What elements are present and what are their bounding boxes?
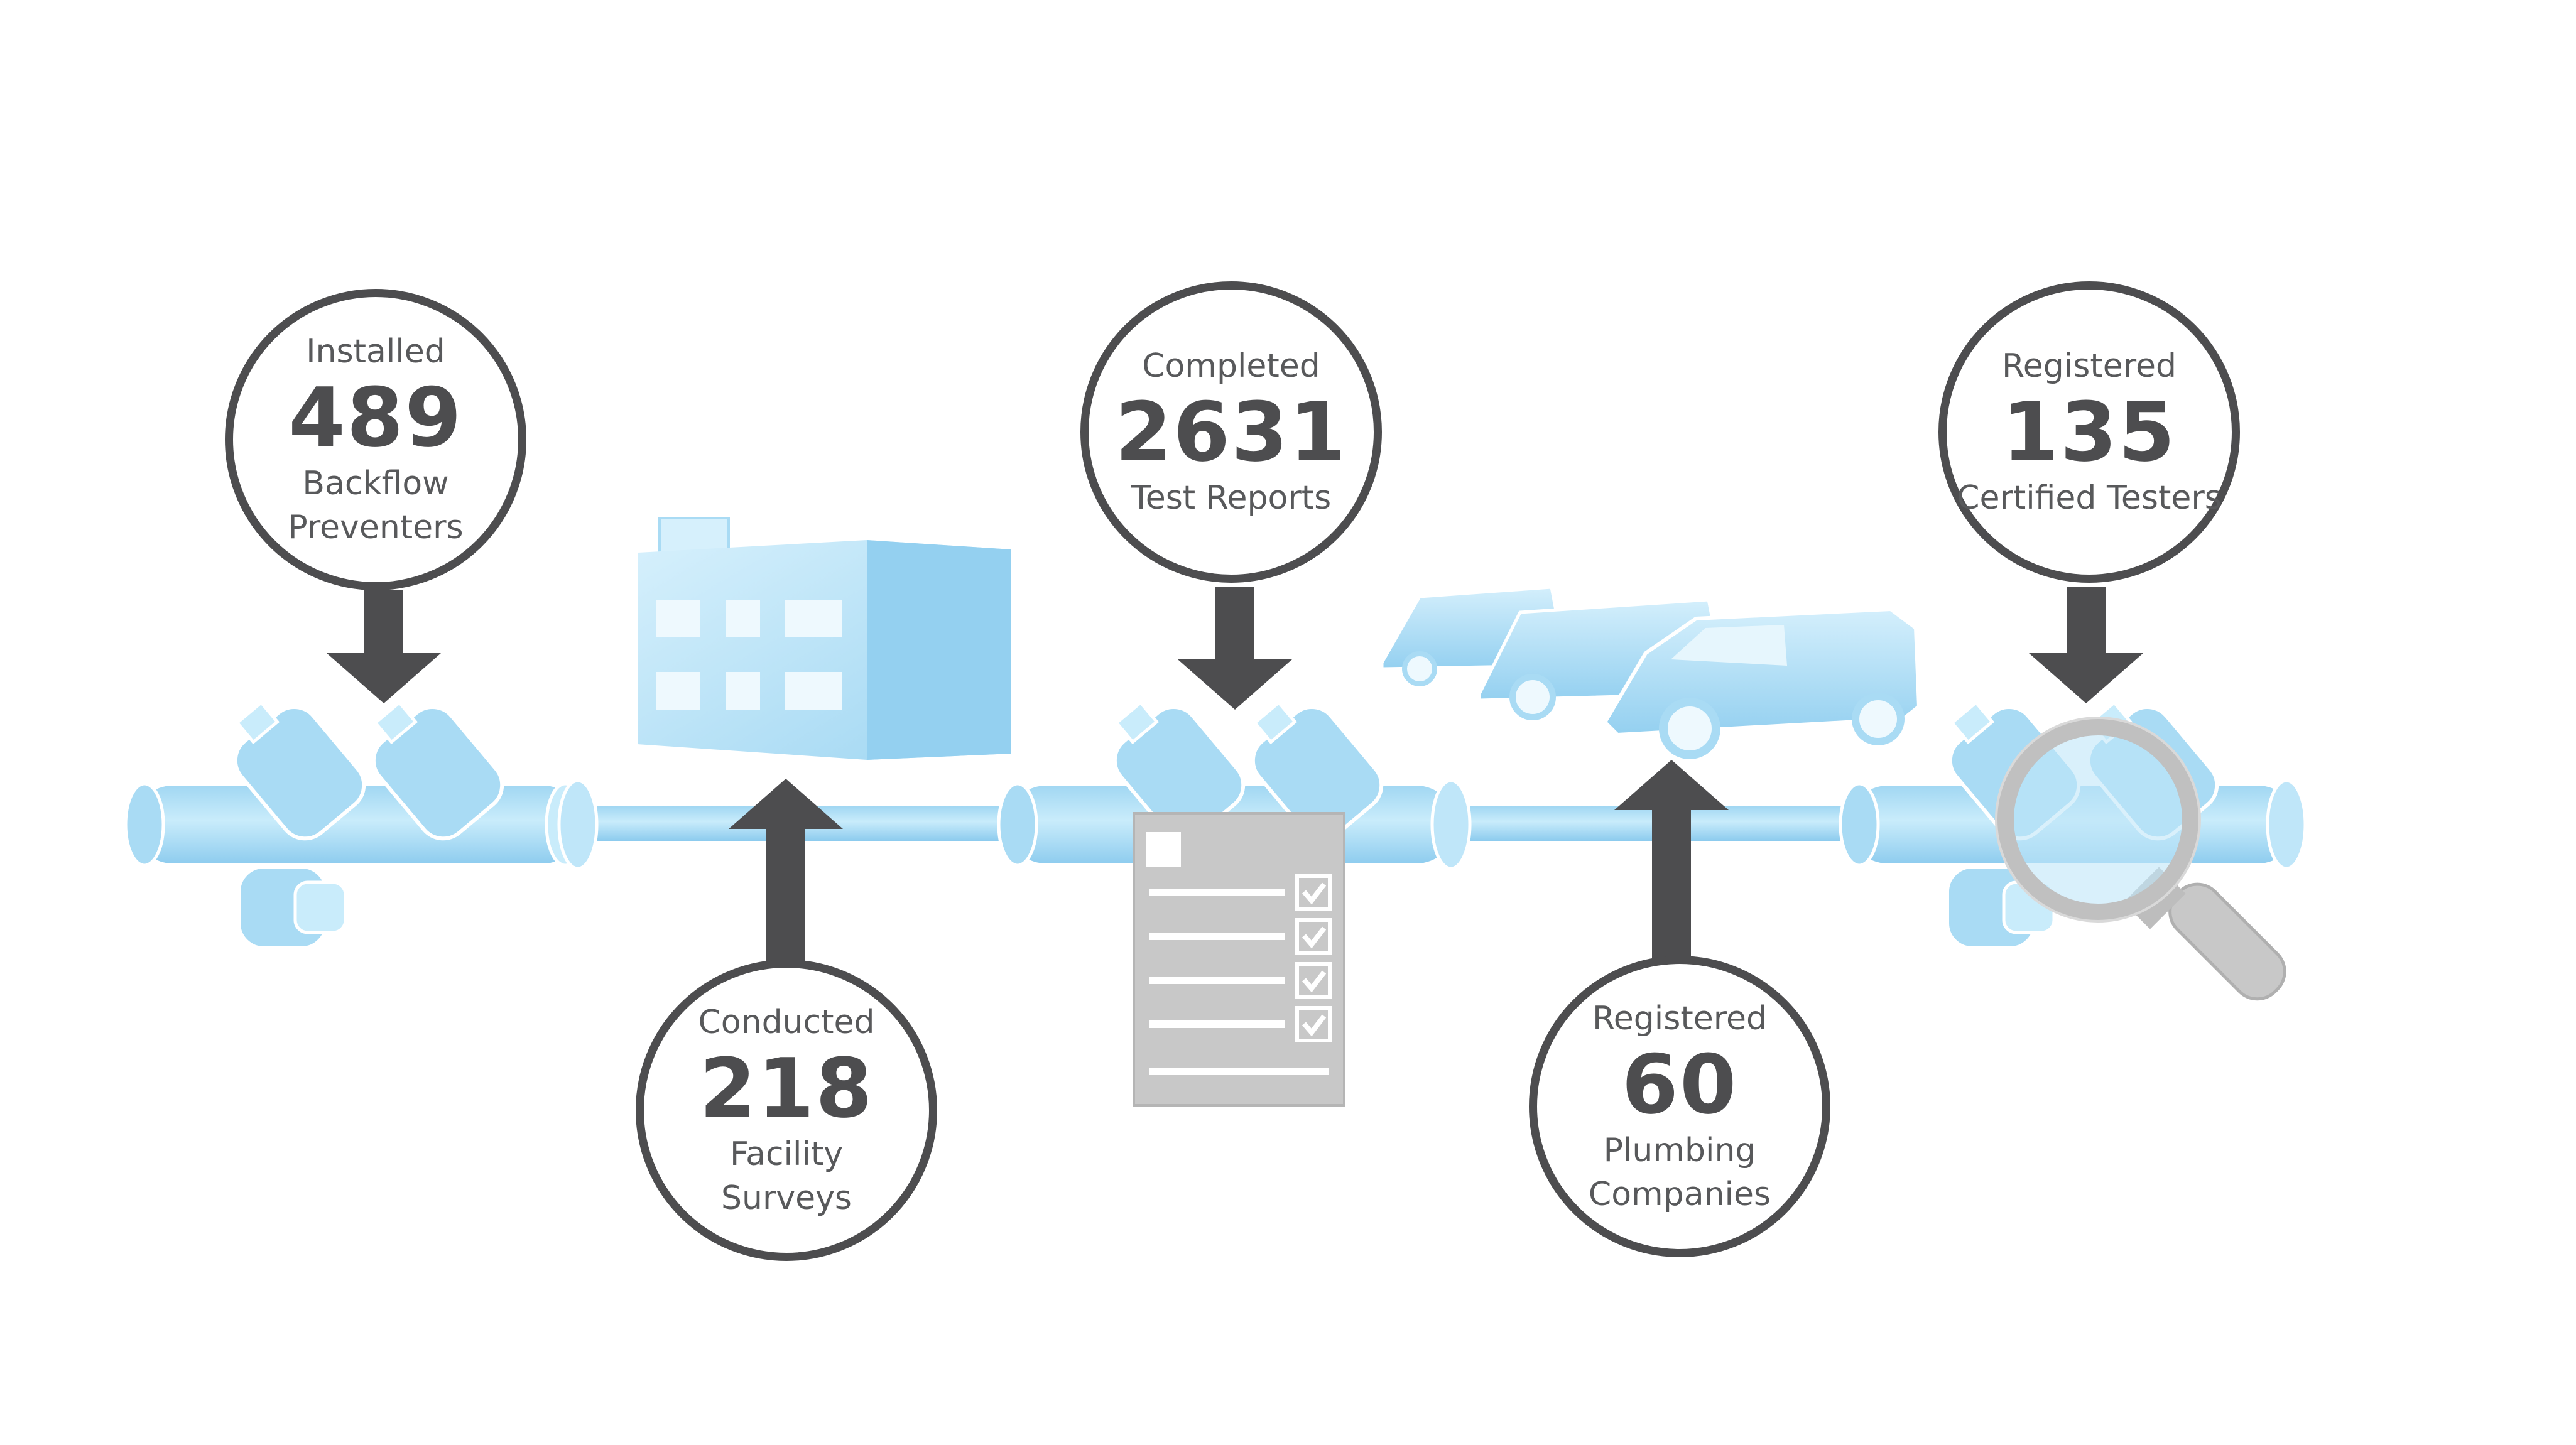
stat-prefix: Completed [1142,347,1320,385]
stat-prefix: Installed [306,333,445,371]
stat-value: 218 [699,1041,874,1136]
stat-prefix: Conducted [698,1004,875,1041]
arrow-down-icon [1178,587,1292,710]
stat-certified-testers: Registered 135 Certified Testers [1938,281,2240,583]
stat-label: Test Reports [1131,479,1332,517]
stat-test-reports: Completed 2631 Test Reports [1080,281,1382,583]
stat-label: Surveys [721,1179,852,1217]
magnifier-icon [1995,717,2286,1001]
arrow-up-icon [729,779,843,967]
stat-label: Companies [1588,1176,1771,1213]
stat-label: Plumbing [1603,1132,1756,1169]
stat-prefix: Registered [2002,347,2177,385]
stat-value: 489 [288,370,463,465]
stat-label: Preventers [288,509,464,546]
arrow-down-icon [2029,587,2143,703]
arrow-down-icon [327,590,441,703]
van-icon [1602,607,1921,759]
stat-value: 60 [1621,1037,1738,1132]
arrow-up-icon [1614,760,1729,964]
stat-label: Certified Testers [1957,479,2222,517]
stat-label: Backflow [302,465,449,502]
stat-label: Facility [729,1135,844,1173]
checklist-icon [1133,812,1345,1107]
stat-prefix: Registered [1592,1000,1767,1037]
stat-plumbing-companies: Registered 60 Plumbing Companies [1529,956,1830,1257]
stat-value: 135 [2002,384,2177,480]
stat-backflow-preventers: Installed 489 Backflow Preventers [225,289,526,590]
valve-icon [124,700,599,950]
stat-facility-surveys: Conducted 218 Facility Surveys [636,960,937,1261]
stat-value: 2631 [1115,384,1347,480]
building-icon [638,517,1011,760]
